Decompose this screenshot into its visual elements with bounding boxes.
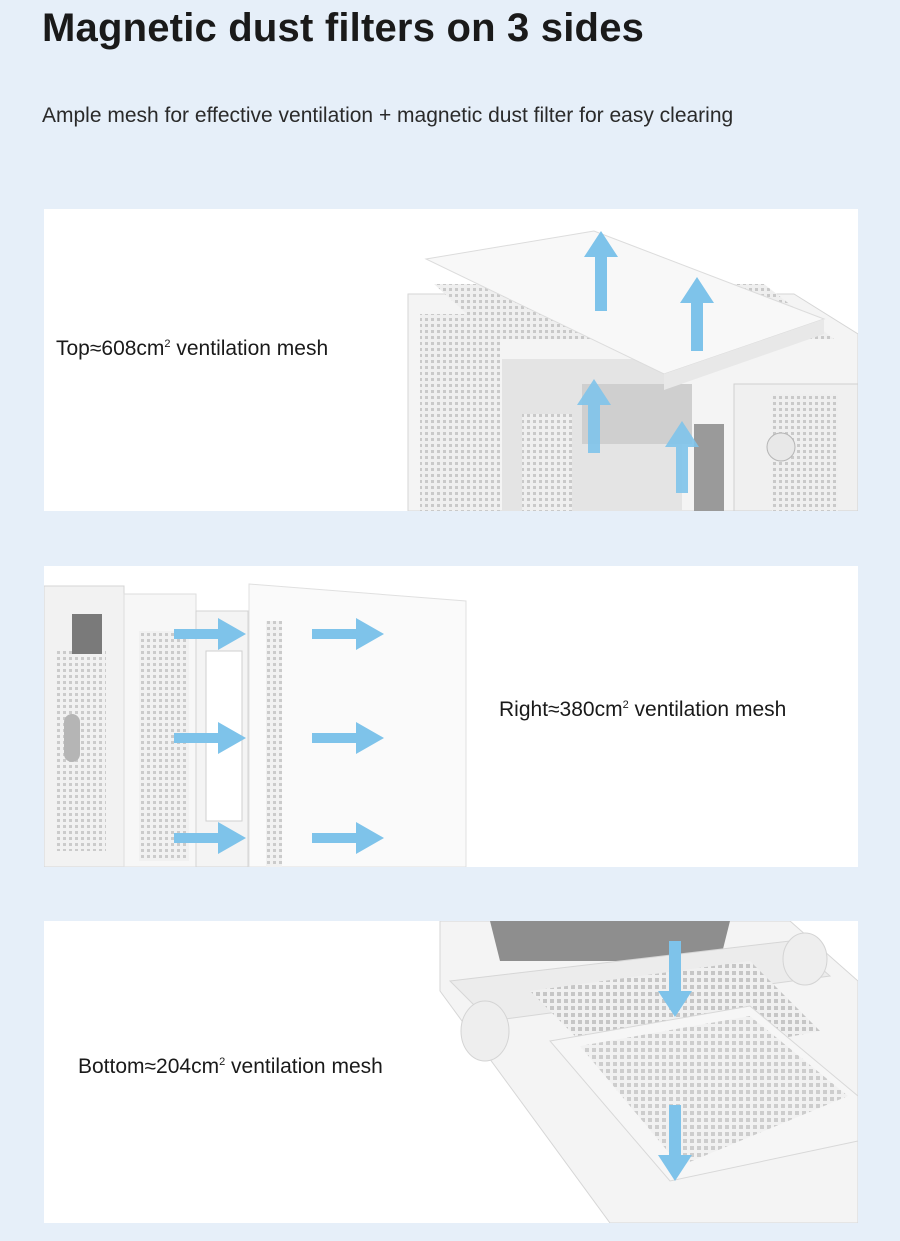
top-case-illustration — [407, 230, 858, 511]
panel-top-filter: Top≈608cm2 ventilation mesh — [44, 209, 858, 511]
top-mesh-label: Top≈608cm2 ventilation mesh — [56, 337, 329, 360]
bottom-mesh-label: Bottom≈204cm2 ventilation mesh — [78, 1055, 383, 1078]
arrow-down-icon — [658, 1105, 692, 1181]
arrow-right-icon — [312, 722, 384, 754]
arrow-right-icon — [174, 822, 246, 854]
arrow-right-icon — [174, 618, 246, 650]
arrow-up-icon — [584, 231, 618, 311]
arrow-right-icon — [312, 822, 384, 854]
right-case-illustration — [44, 583, 467, 867]
right-mesh-label: Right≈380cm2 ventilation mesh — [499, 698, 787, 721]
arrow-up-icon — [665, 421, 699, 493]
arrow-down-icon — [658, 941, 692, 1017]
arrow-right-icon — [174, 722, 246, 754]
arrow-up-icon — [577, 379, 611, 453]
panel-right-filter: Right≈380cm2 ventilation mesh — [44, 566, 858, 867]
bottom-case-illustration — [439, 921, 858, 1223]
page-title: Magnetic dust filters on 3 sides — [42, 6, 645, 50]
arrow-up-icon — [680, 277, 714, 351]
panel-bottom-filter: Bottom≈204cm2 ventilation mesh — [44, 921, 858, 1223]
arrow-right-icon — [312, 618, 384, 650]
page-subtitle: Ample mesh for effective ventilation + m… — [42, 104, 734, 127]
